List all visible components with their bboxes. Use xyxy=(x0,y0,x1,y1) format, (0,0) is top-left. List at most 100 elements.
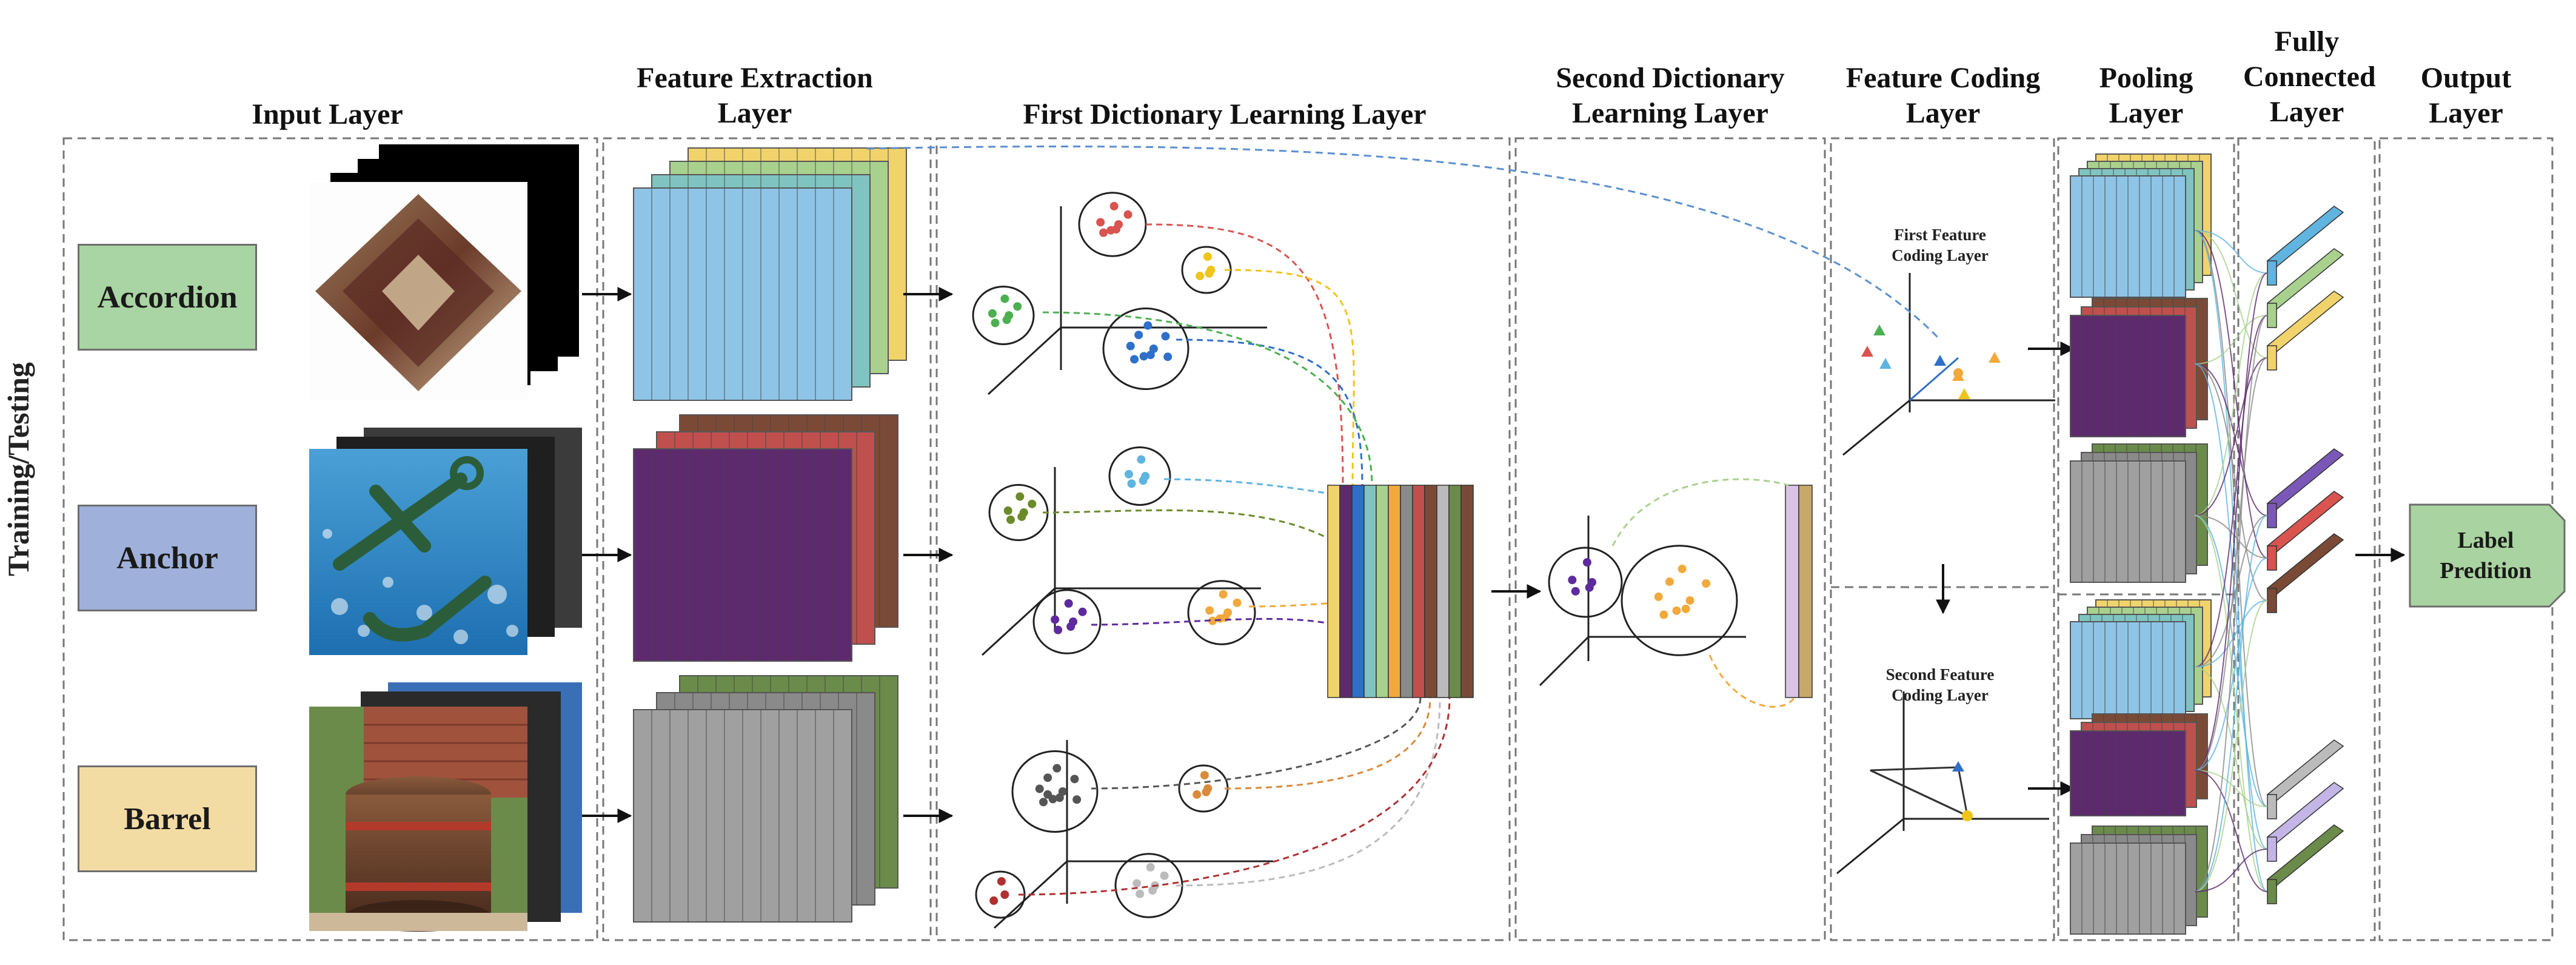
dictionary-link-curve xyxy=(1091,697,1422,790)
fc-connection xyxy=(2194,230,2268,274)
cluster-point xyxy=(1582,558,1591,567)
cluster-point xyxy=(1002,315,1011,324)
feature-map-stacks xyxy=(633,147,907,923)
feature-map-layer xyxy=(633,187,852,401)
feature-map-layer xyxy=(633,448,852,662)
header-first-dictionary: First Dictionary Learning Layer xyxy=(1023,98,1427,130)
cluster xyxy=(1187,580,1256,645)
second-dictionary-plot xyxy=(1539,478,1813,708)
cluster-point xyxy=(1139,476,1148,485)
cluster-point xyxy=(1702,579,1711,588)
cluster-point xyxy=(1066,622,1076,631)
cluster-point xyxy=(1064,599,1073,608)
coded-point xyxy=(1962,810,1973,821)
coded-point xyxy=(1861,346,1873,357)
dictionary-link-curve xyxy=(1176,697,1441,887)
dictionary-link-curve xyxy=(1018,697,1451,896)
fc-connection xyxy=(2194,230,2268,358)
cluster xyxy=(1032,589,1102,654)
pool-stack-1 xyxy=(2070,153,2212,298)
cluster-point xyxy=(1003,506,1012,515)
header-feature-extraction: Feature Extraction Layer xyxy=(637,62,873,129)
cluster-point xyxy=(1568,576,1577,585)
fc-connection xyxy=(2194,272,2268,771)
cluster-point xyxy=(1106,226,1116,235)
cluster xyxy=(975,870,1026,919)
coded-point xyxy=(1934,355,1946,366)
cluster-point xyxy=(1193,790,1202,799)
input-arrows xyxy=(582,287,632,823)
cluster-point xyxy=(1571,587,1580,596)
coded-point xyxy=(1879,358,1892,369)
cluster-point xyxy=(1659,610,1668,619)
fc-connection xyxy=(2194,363,2268,516)
cluster-point xyxy=(1078,607,1087,616)
cluster-point xyxy=(1163,352,1173,361)
pool-stack-3 xyxy=(2070,443,2208,583)
anchor-feature-stack xyxy=(633,414,898,662)
fc-connection xyxy=(2194,363,2268,601)
dictionary-atom-bar xyxy=(1327,485,1474,698)
fc-connection xyxy=(2194,557,2268,771)
cluster xyxy=(1011,750,1099,833)
dictionary-link-curve xyxy=(1145,223,1344,486)
fc-block xyxy=(2266,782,2344,862)
fc-connection xyxy=(2194,315,2268,892)
cluster-point xyxy=(1585,583,1594,592)
coded-point xyxy=(1958,388,1970,399)
cluster-point xyxy=(1233,598,1242,607)
fc-block xyxy=(2266,824,2344,904)
cluster-point xyxy=(988,309,997,318)
fc-connection xyxy=(2194,667,2268,850)
coded-point xyxy=(1953,368,1963,378)
cluster-point xyxy=(1685,596,1694,605)
feature-map-layer xyxy=(2070,621,2186,719)
fc-connection xyxy=(2194,357,2268,771)
cluster-point xyxy=(1146,862,1155,872)
dictionary-link-curve xyxy=(1224,269,1355,486)
cluster xyxy=(1178,764,1229,813)
cluster-point xyxy=(1654,592,1663,601)
fc-block xyxy=(2266,206,2344,286)
fc-connection xyxy=(2194,515,2268,668)
dictionary-atom xyxy=(1785,485,1799,698)
cluster-point xyxy=(1052,764,1062,773)
cluster-point xyxy=(1219,590,1228,599)
cluster-point xyxy=(1039,798,1048,807)
cluster-point xyxy=(1109,201,1119,210)
dictionary-link-curve xyxy=(1176,338,1363,486)
dictionary-link-curve xyxy=(1042,311,1373,486)
cluster-point xyxy=(1139,352,1148,361)
cluster-point xyxy=(1072,795,1082,804)
fc-block xyxy=(2266,448,2344,528)
fully-connected-panel xyxy=(2237,137,2376,941)
second-dict-panel xyxy=(1514,137,1826,941)
feature-coding-plots xyxy=(1836,273,2055,875)
accordion-feature-stack xyxy=(633,147,907,401)
dictionary-atom xyxy=(1376,485,1389,698)
fully-connected-blocks xyxy=(2194,206,2344,904)
cluster-point xyxy=(1035,784,1044,793)
cluster xyxy=(1548,546,1623,618)
fc-block xyxy=(2266,248,2344,328)
cluster-point xyxy=(1000,890,1009,899)
coded-point xyxy=(1873,324,1885,335)
cluster-point xyxy=(1054,625,1063,634)
fc-connection xyxy=(2194,849,2268,892)
cluster xyxy=(1621,545,1738,656)
cluster-point xyxy=(1161,332,1170,341)
cluster-point xyxy=(1013,302,1022,311)
dict-plot-anchor xyxy=(981,446,1261,656)
class-box-anchor: Anchor xyxy=(78,505,257,611)
cluster-point xyxy=(1134,331,1143,340)
cluster-point xyxy=(1017,512,1026,521)
cluster-point xyxy=(1678,564,1687,573)
coded-point xyxy=(1952,761,1964,772)
cluster-point xyxy=(1043,773,1052,782)
cluster-point xyxy=(1051,615,1060,624)
fc-block xyxy=(2266,739,2344,819)
cluster-point xyxy=(1665,577,1674,587)
dictionary-atom xyxy=(1798,485,1813,698)
feature-map-layer xyxy=(2070,175,2186,298)
cluster-point xyxy=(1146,351,1155,360)
